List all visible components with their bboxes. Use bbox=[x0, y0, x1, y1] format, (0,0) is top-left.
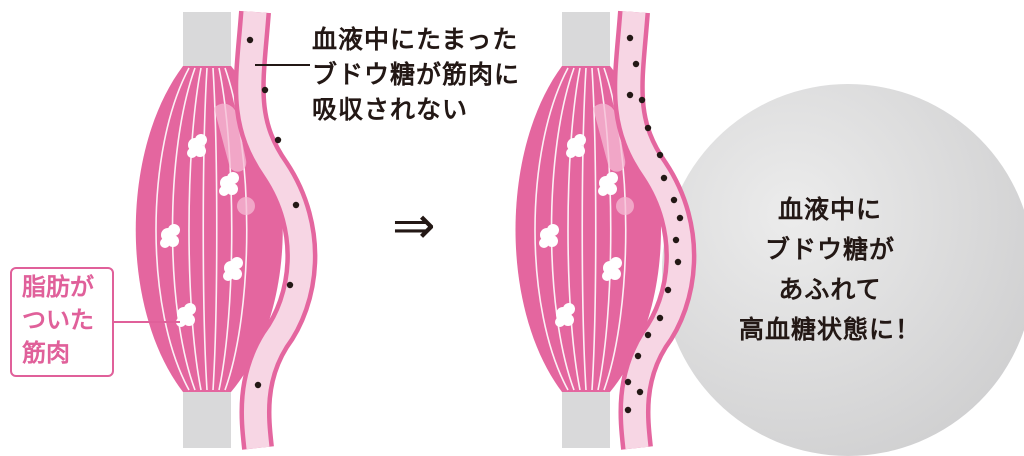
circle-line-2: ブドウ糖が bbox=[764, 235, 895, 264]
fat-label-line-2: ついた bbox=[22, 306, 94, 334]
fat-muscle-label: 脂肪が ついた 筋肉 bbox=[10, 267, 114, 377]
right-glucose-dots bbox=[624, 34, 684, 414]
right-tendon-bottom bbox=[562, 388, 610, 448]
right-tendon-top bbox=[562, 12, 610, 70]
top-callout-line-2: ブドウ糖が筋肉に bbox=[312, 60, 521, 89]
left-muscle-fibers bbox=[155, 67, 248, 391]
transition-arrow-icon: ⇒ bbox=[392, 196, 436, 256]
left-muscle-group bbox=[112, 10, 318, 450]
left-muscle-highlight bbox=[214, 103, 247, 172]
circle-line-4: 高血糖状態に！ bbox=[738, 315, 921, 344]
right-fat-deposits bbox=[539, 134, 622, 327]
top-callout: 血液中にたまった ブドウ糖が筋肉に 吸収されない bbox=[312, 22, 520, 127]
left-muscle-highlight-dot bbox=[237, 197, 255, 215]
left-tendon-bottom bbox=[183, 388, 231, 448]
fat-label-line-1: 脂肪が bbox=[22, 273, 94, 301]
left-tendon-top bbox=[183, 12, 231, 70]
right-muscle-highlight-dot bbox=[616, 197, 634, 215]
circle-caption: 血液中に ブドウ糖が あふれて 高血糖状態に！ bbox=[700, 190, 960, 350]
top-callout-line-3: 吸収されない bbox=[312, 95, 469, 124]
top-callout-line-1: 血液中にたまった bbox=[312, 25, 519, 54]
left-fat-deposits bbox=[160, 134, 243, 327]
right-muscle-group bbox=[515, 10, 697, 450]
left-glucose-dots bbox=[246, 36, 300, 389]
left-vessel-lumen bbox=[238, 11, 313, 450]
fat-label-line-3: 筋肉 bbox=[22, 339, 70, 367]
circle-line-3: あふれて bbox=[778, 275, 882, 304]
circle-line-1: 血液中に bbox=[777, 195, 882, 224]
high-blood-sugar-circle bbox=[662, 84, 1024, 456]
right-muscle-highlight bbox=[593, 103, 626, 172]
